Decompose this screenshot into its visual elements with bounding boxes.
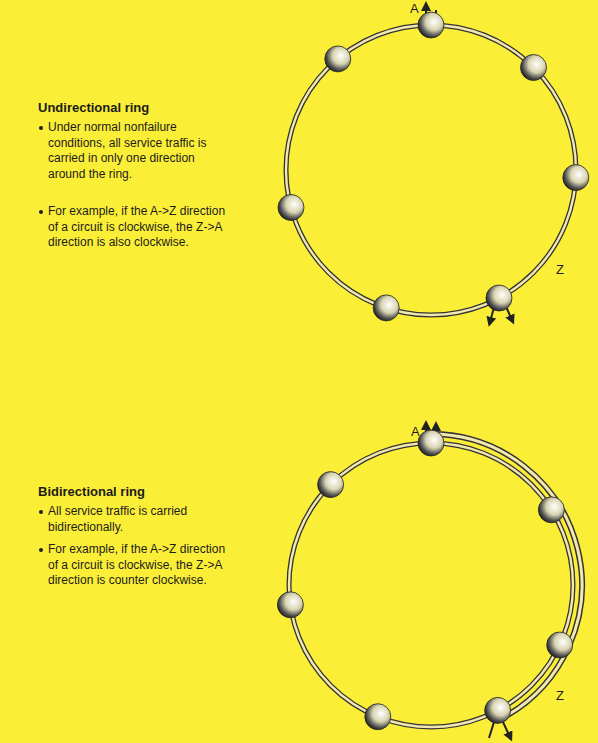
ring-fiber (286, 25, 576, 315)
ring-fiber-core (289, 443, 573, 727)
endpoint-letter: Z (556, 688, 564, 703)
bullet-text: For example, if the A->Z direction of a … (48, 542, 225, 587)
section-heading: Bidirectional ring (38, 484, 223, 500)
ring-nodes (278, 12, 589, 321)
bullet-text: Under normal nonfailure conditions, all … (48, 120, 207, 181)
endpoint-label: Z (556, 688, 564, 703)
heading-text: Undirectional ring (38, 100, 149, 115)
circuit-path (431, 434, 582, 718)
ring-fiber-core (286, 25, 576, 315)
bidirectional-ring (277, 425, 582, 738)
bullet-dot (39, 548, 43, 552)
endpoint-label: Z (556, 262, 564, 277)
heading-text: Bidirectional ring (38, 484, 145, 499)
bullet-text: For example, if the A->Z direction of a … (48, 204, 225, 249)
endpoint-letter: A (411, 424, 420, 439)
section-heading: Undirectional ring (38, 100, 223, 116)
endpoint-letter: Z (556, 262, 564, 277)
bullet-text: All service traffic is carried bidirecti… (48, 504, 187, 534)
tap-lines (426, 6, 512, 322)
circuit-path-core (431, 434, 582, 718)
unidirectional-ring (278, 6, 589, 322)
endpoint-label: A (411, 424, 420, 439)
bullet-item: For example, if the A->Z direction of a … (38, 204, 233, 251)
ring-fiber (289, 443, 573, 727)
endpoint-label: A (410, 1, 419, 16)
bullet-dot (39, 126, 43, 130)
bullet-item: For example, if the A->Z direction of a … (38, 542, 233, 589)
bullet-dot (39, 510, 43, 514)
bullet-dot (39, 210, 43, 214)
bullet-item: Under normal nonfailure conditions, all … (38, 120, 233, 182)
bullet-item: All service traffic is carried bidirecti… (38, 504, 233, 535)
endpoint-letter: A (410, 1, 419, 16)
tap-lines (426, 425, 510, 738)
ring-nodes (277, 430, 572, 730)
